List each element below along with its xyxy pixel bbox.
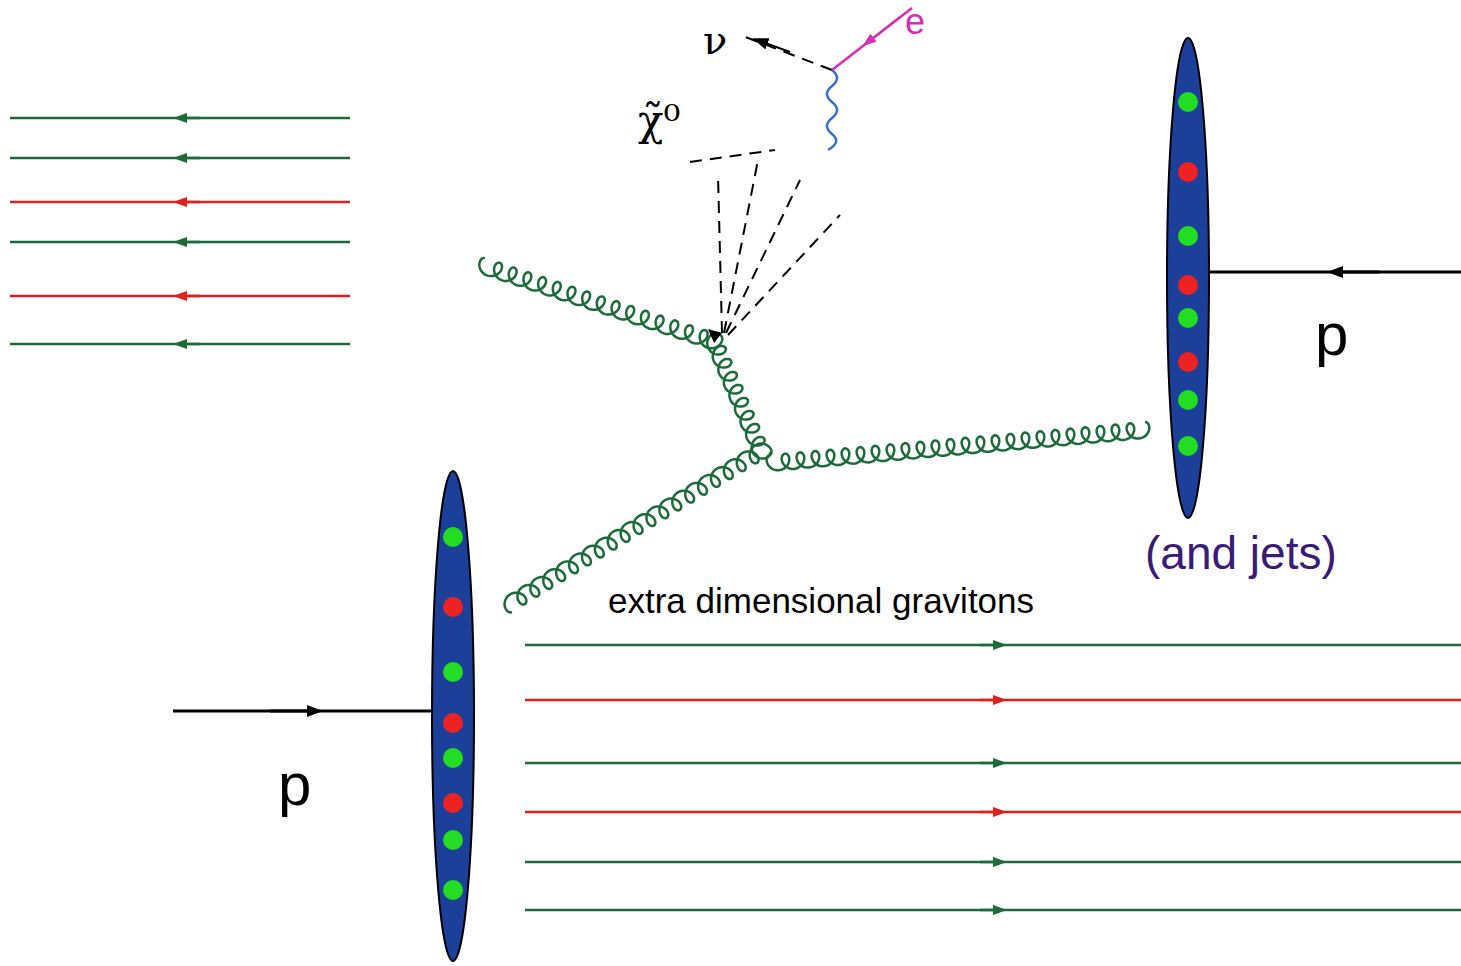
neutrino-arrow: [760, 41, 790, 52]
quark-dot: [443, 713, 463, 733]
quark-dot: [443, 880, 463, 900]
particle-label: χ̃⁰: [638, 100, 680, 142]
parton-arrow: [180, 295, 200, 298]
electron-line: [832, 8, 912, 70]
parton-arrow: [980, 762, 1000, 765]
proton-beam: [173, 710, 432, 713]
gluon-lines: [479, 258, 1149, 613]
parton-line: [525, 644, 1461, 647]
parton-arrow: [980, 699, 1000, 702]
proton-label: p: [278, 755, 311, 815]
note-label: (and jets): [1145, 530, 1337, 576]
proton-ellipse: [1167, 38, 1209, 518]
quark-dot: [1178, 390, 1198, 410]
particle-label: ν: [703, 20, 727, 60]
quark-dot: [1178, 226, 1198, 246]
quark-dot: [443, 748, 463, 768]
quark-dot: [443, 527, 463, 547]
parton-line: [10, 117, 350, 120]
note-label: extra dimensional gravitons: [608, 583, 1034, 618]
particle-label: e: [905, 4, 925, 40]
parton-line: [10, 295, 350, 298]
parton-line: [10, 241, 350, 244]
parton-lines: [10, 118, 1461, 910]
quark-dot: [443, 597, 463, 617]
proton-ellipse: [432, 471, 474, 961]
parton-line: [525, 811, 1461, 814]
quark-dot: [1178, 352, 1198, 372]
parton-line: [10, 201, 350, 204]
quark-dot: [443, 662, 463, 682]
sparticle-lines: [690, 35, 840, 335]
gluon-line: [707, 333, 770, 459]
proton-arrow: [270, 710, 315, 713]
parton-line: [525, 699, 1461, 702]
parton-arrow: [980, 909, 1000, 912]
gluon-line: [479, 258, 722, 348]
gluon-line: [767, 422, 1150, 470]
parton-arrow: [180, 343, 200, 346]
proton-arrow: [1335, 271, 1380, 274]
proton-label: p: [1315, 305, 1348, 365]
w-boson: [827, 70, 837, 150]
parton-arrow: [980, 644, 1000, 647]
quark-dot: [443, 830, 463, 850]
electron-arrow: [868, 17, 900, 42]
vertex-arrow: [708, 329, 722, 343]
parton-arrow: [980, 811, 1000, 814]
parton-arrow: [180, 157, 200, 160]
quark-dot: [443, 793, 463, 813]
parton-line: [10, 157, 350, 160]
parton-line: [525, 762, 1461, 765]
parton-arrow: [980, 861, 1000, 864]
parton-line: [525, 861, 1461, 864]
proton-beam: [1210, 271, 1461, 274]
parton-arrow: [180, 117, 200, 120]
quark-dot: [1178, 275, 1198, 295]
quark-dot: [1178, 162, 1198, 182]
parton-line: [10, 343, 350, 346]
quark-dot: [1178, 92, 1198, 112]
quark-dot: [1178, 308, 1198, 328]
parton-arrow: [180, 241, 200, 244]
quark-dot: [1178, 436, 1198, 456]
parton-arrow: [180, 201, 200, 204]
parton-line: [525, 909, 1461, 912]
